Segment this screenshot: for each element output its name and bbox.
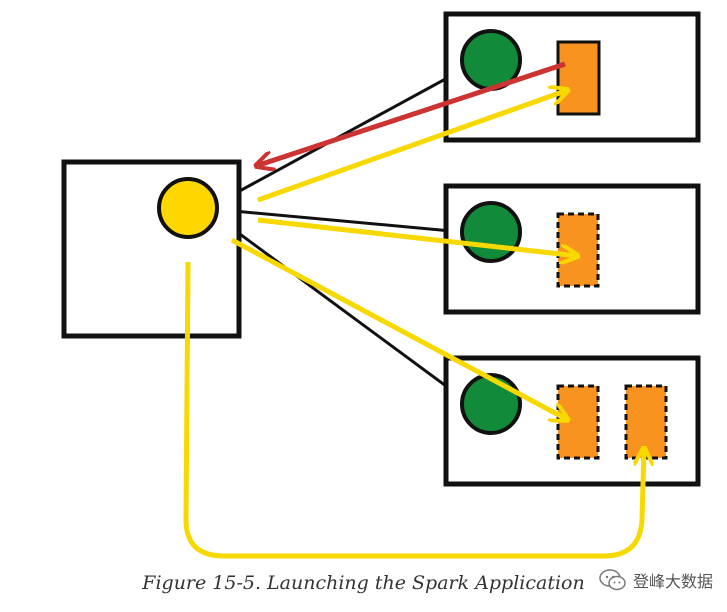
worker-node-3-executor-1	[556, 384, 600, 460]
driver-host-box	[61, 159, 242, 339]
launch-arrow-worker-2	[257, 217, 578, 256]
figure-caption: Figure 15-5. Launching the Spark Applica…	[142, 572, 585, 594]
link-line-worker-3	[209, 210, 466, 402]
driver-process	[157, 177, 219, 239]
launch-arrows	[183, 90, 644, 559]
launch-arrow-worker-3-executor-1	[230, 237, 568, 420]
worker-node-2-executor	[556, 212, 600, 288]
launch-arrow-worker-1	[257, 90, 568, 203]
worker-node-3-daemon	[460, 373, 522, 435]
link-lines	[209, 68, 466, 402]
worker-node-2-daemon	[460, 201, 522, 263]
worker-node-2	[443, 183, 701, 315]
worker-node-3-executor-2	[624, 384, 668, 460]
worker-node-1-executor	[556, 40, 601, 116]
launch-arrow-worker-3-executor-2	[183, 261, 644, 559]
request-arrow-red	[256, 61, 566, 166]
link-line-worker-2	[211, 207, 463, 234]
watermark: 登峰大数据	[599, 568, 713, 592]
watermark-text: 登峰大数据	[632, 572, 713, 591]
wechat-icon	[599, 569, 626, 591]
